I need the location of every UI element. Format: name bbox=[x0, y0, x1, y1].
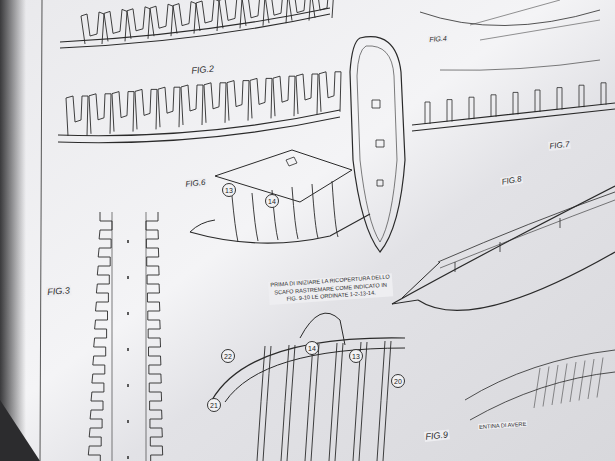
plan-line bbox=[561, 364, 567, 404]
plan-line bbox=[250, 78, 272, 118]
callout-number: 13 bbox=[352, 353, 360, 360]
plan-line bbox=[127, 240, 129, 243]
plan-line bbox=[332, 181, 338, 237]
plan-line bbox=[190, 214, 370, 243]
callout-number: 14 bbox=[268, 198, 276, 205]
plan-line bbox=[588, 359, 594, 399]
plan-line bbox=[319, 72, 341, 112]
plan-line bbox=[534, 368, 540, 408]
plan-line bbox=[225, 348, 405, 402]
plan-line bbox=[420, 10, 600, 26]
plan-line bbox=[597, 358, 603, 398]
plan-line bbox=[350, 37, 405, 252]
plan-line bbox=[392, 186, 615, 304]
plan-line bbox=[58, 117, 340, 143]
plan-line bbox=[127, 348, 129, 351]
figure-label: FIG.4 bbox=[428, 35, 448, 43]
plan-line bbox=[465, 350, 615, 420]
callout-number: 22 bbox=[224, 353, 232, 360]
plan-line bbox=[150, 4, 173, 36]
callout-circle: 14 bbox=[265, 194, 279, 208]
plan-line bbox=[127, 456, 129, 459]
plan-line bbox=[181, 85, 203, 125]
plan-line bbox=[112, 92, 134, 132]
plan-line bbox=[438, 192, 615, 262]
plan-line bbox=[392, 262, 440, 304]
plan-line bbox=[570, 362, 576, 402]
plan-line bbox=[215, 150, 352, 202]
plan-line bbox=[112, 212, 146, 461]
plan-line bbox=[311, 0, 334, 18]
plan-line bbox=[543, 367, 549, 407]
plan-line bbox=[552, 365, 558, 405]
plan-line bbox=[288, 0, 311, 21]
plan-line bbox=[173, 2, 196, 34]
plan-line bbox=[286, 157, 297, 166]
plan-line bbox=[311, 344, 319, 461]
callout-number: 14 bbox=[308, 345, 316, 352]
plan-line bbox=[88, 212, 112, 461]
plan-line bbox=[242, 0, 265, 26]
callout-number: 21 bbox=[210, 402, 218, 409]
plan-line bbox=[263, 346, 271, 461]
plan-line bbox=[447, 100, 452, 122]
plan-line bbox=[579, 361, 585, 401]
plan-line bbox=[418, 252, 615, 310]
plan-line bbox=[127, 384, 129, 387]
plan-line bbox=[127, 312, 129, 315]
plan-line bbox=[469, 97, 474, 119]
plan-line bbox=[312, 184, 318, 238]
figure-label: FIG.3 bbox=[46, 285, 71, 297]
plan-line bbox=[425, 102, 430, 124]
plan-line bbox=[190, 220, 215, 232]
plan-line bbox=[66, 96, 88, 136]
plan-line bbox=[296, 74, 318, 114]
plan-line bbox=[383, 341, 391, 461]
callout-circle: 13 bbox=[349, 349, 363, 363]
plan-line bbox=[89, 94, 111, 134]
plan-line bbox=[204, 83, 226, 123]
plan-line bbox=[265, 0, 288, 23]
plan-line bbox=[440, 60, 600, 70]
plan-line bbox=[127, 420, 129, 423]
plan-line bbox=[212, 338, 405, 400]
plan-line bbox=[335, 343, 343, 461]
plan-line bbox=[104, 9, 127, 41]
plan-line bbox=[300, 313, 345, 345]
plan-line bbox=[81, 12, 104, 44]
plan-line bbox=[127, 276, 129, 279]
plan-line bbox=[196, 0, 219, 31]
plan-line bbox=[412, 103, 615, 131]
plan-line bbox=[470, 0, 600, 40]
plan-line bbox=[227, 81, 249, 121]
plan-line bbox=[158, 87, 180, 127]
plan-line bbox=[372, 100, 384, 186]
callout-circle: 21 bbox=[207, 398, 221, 412]
plan-line bbox=[287, 345, 295, 461]
plan-line bbox=[579, 85, 584, 107]
plan-line bbox=[513, 92, 518, 114]
callout-circle: 22 bbox=[221, 349, 235, 363]
plan-line bbox=[219, 0, 242, 28]
plan-line bbox=[455, 218, 560, 272]
plan-line bbox=[357, 46, 397, 242]
callout-circle: 20 bbox=[391, 374, 405, 388]
plan-line bbox=[146, 212, 163, 461]
plan-line bbox=[127, 7, 150, 39]
plan-line bbox=[440, 200, 615, 268]
plan-line bbox=[601, 83, 606, 105]
plan-line bbox=[273, 76, 295, 116]
plan-line bbox=[135, 89, 157, 129]
plan-line bbox=[557, 88, 562, 110]
plan-line bbox=[535, 90, 540, 112]
plan-line bbox=[292, 187, 298, 239]
plan-line bbox=[252, 193, 258, 241]
callout-circle: 13 bbox=[222, 183, 236, 197]
callout-number: 13 bbox=[225, 187, 233, 194]
callout-circle: 14 bbox=[305, 341, 319, 355]
plan-line bbox=[491, 95, 496, 117]
plan-line bbox=[232, 196, 238, 242]
callout-number: 20 bbox=[394, 378, 402, 385]
